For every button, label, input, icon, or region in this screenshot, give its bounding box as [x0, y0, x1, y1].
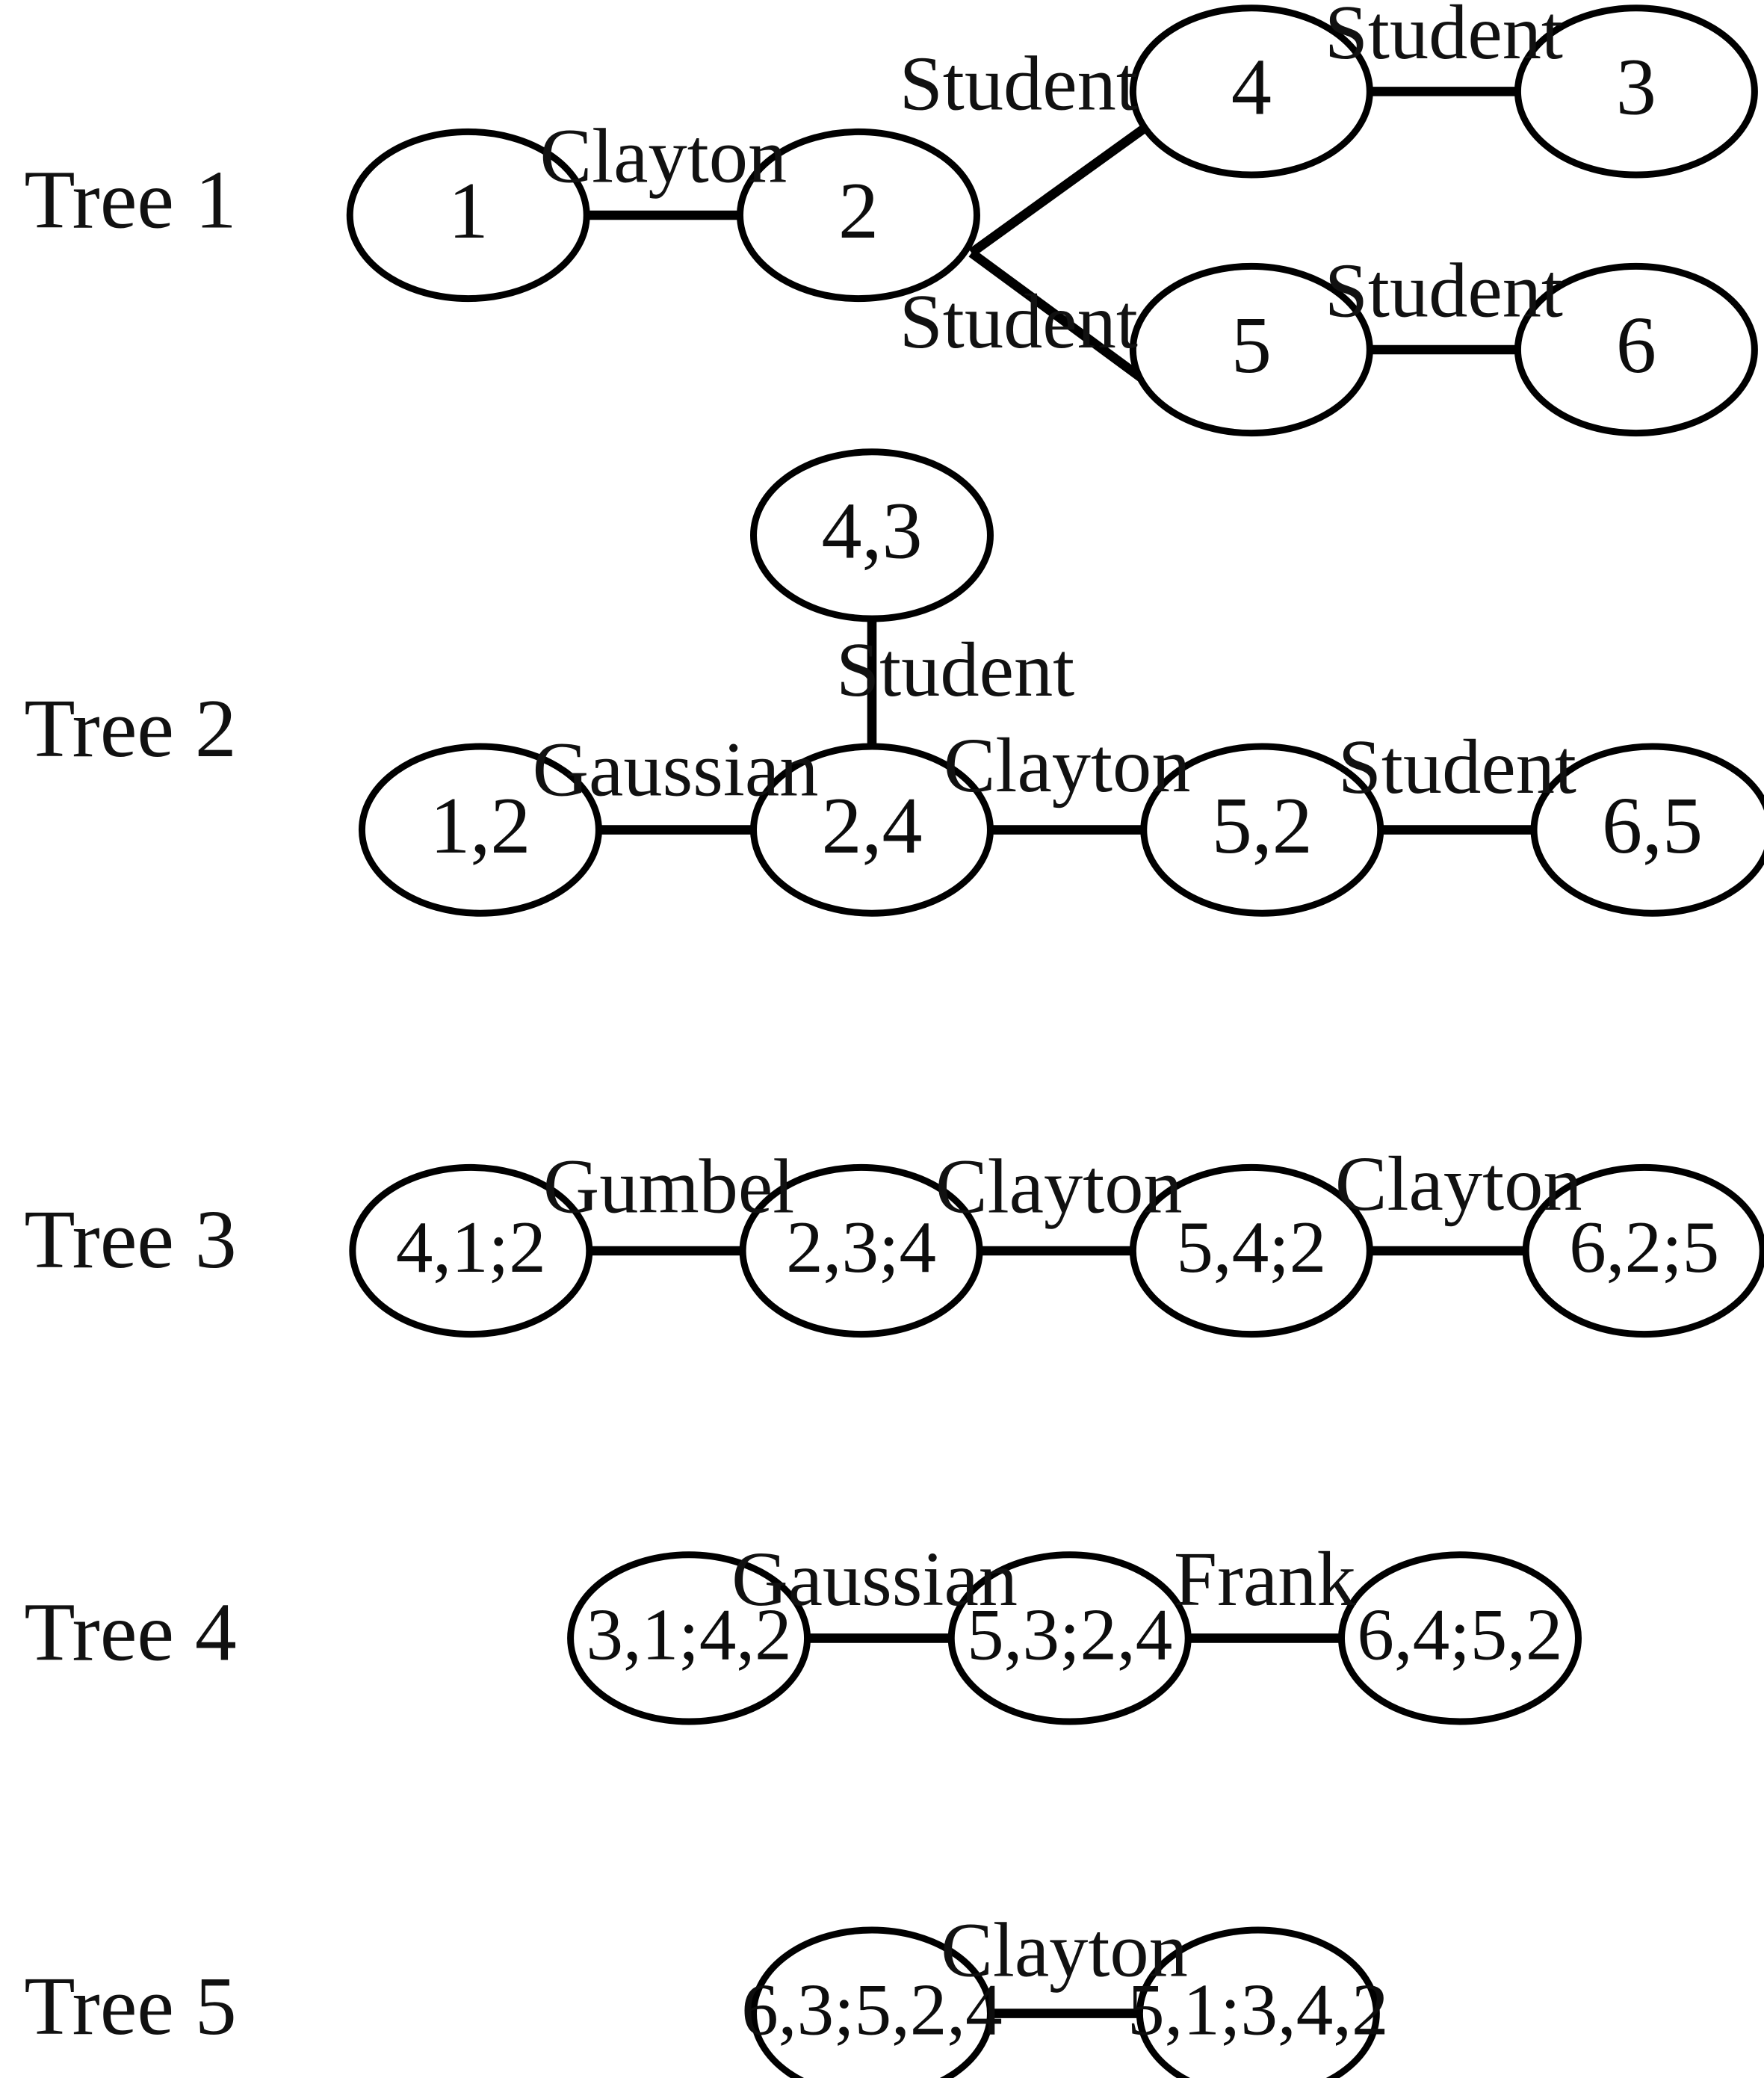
node-t3a[interactable]	[349, 1163, 593, 1338]
node-label-t2c: 2,4	[821, 782, 922, 871]
edge-label-t2-12-24: Gaussian	[533, 726, 819, 812]
edge-label-t2-43-24: Student	[836, 626, 1074, 713]
edge-label-t4-b-c: Frank	[1174, 1536, 1356, 1622]
node-label-t1n4: 4	[1231, 43, 1272, 132]
edge-label-t1-2-4: Student	[900, 40, 1138, 126]
node-t2c[interactable]	[750, 743, 994, 917]
node-label-t1n6: 6	[1616, 301, 1656, 390]
edge-label-t3-a-b: Gumbel	[543, 1142, 794, 1229]
node-label-t3a: 4,1;2	[396, 1207, 546, 1288]
edge-label-t1-4-3: Student	[1325, 0, 1563, 75]
tree-label-2: Tree 2	[24, 683, 236, 775]
edge-label-t3-b-c: Clayton	[935, 1142, 1183, 1229]
node-label-t3b: 2,3;4	[786, 1207, 936, 1288]
node-t4a[interactable]	[567, 1551, 811, 1725]
node-t1n1[interactable]	[346, 128, 590, 303]
edge-label-t1-5-6: Student	[1325, 247, 1563, 334]
edge-t1-2-5	[968, 249, 1148, 385]
node-t3c[interactable]	[1129, 1163, 1373, 1338]
node-label-t1n3: 3	[1616, 43, 1656, 132]
node-label-t4a: 3,1;4,2	[587, 1595, 792, 1676]
node-label-t3c: 5,4;2	[1176, 1207, 1326, 1288]
node-label-t2b: 1,2	[430, 782, 530, 871]
node-t1n2[interactable]	[737, 128, 980, 303]
node-label-t2d: 5,2	[1212, 782, 1313, 871]
node-t3b[interactable]	[739, 1163, 983, 1338]
tree-1-group: Tree 1 1 2 4 3 5 6 Clayton Student Stude…	[24, 0, 1758, 437]
edge-label-t4-a-b: Gaussian	[731, 1536, 1018, 1622]
node-t2d[interactable]	[1140, 743, 1384, 917]
edge-t1-2-4	[968, 123, 1148, 257]
node-t3d[interactable]	[1522, 1163, 1764, 1338]
node-t1n6[interactable]	[1514, 262, 1758, 437]
node-label-t4c: 6,4;5,2	[1357, 1595, 1562, 1676]
node-label-t1n1: 1	[448, 167, 489, 256]
tree-4-group: Tree 4 3,1;4,2 5,3;2,4 6,4;5,2 Gaussian …	[24, 1536, 1582, 1725]
edge-label-t2-52-65: Student	[1338, 723, 1576, 810]
node-label-t4b: 5,3;2,4	[967, 1595, 1172, 1676]
node-label-t3d: 6,2;5	[1569, 1207, 1719, 1288]
tree-label-5: Tree 5	[24, 1961, 236, 2053]
node-t5a[interactable]	[750, 1926, 994, 2078]
edge-label-t1-1-2: Clayton	[540, 113, 787, 200]
edge-label-t3-c-d: Clayton	[1335, 1140, 1582, 1227]
tree-label-4: Tree 4	[24, 1587, 236, 1679]
node-t1n3[interactable]	[1514, 4, 1758, 179]
node-label-t5a: 6,3;5,2,4	[741, 1970, 1002, 2051]
node-label-t5b: 5,1;3,4,2	[1127, 1970, 1388, 2051]
tree-3-group: Tree 3 4,1;2 2,3;4 5,4;2 6,2;5 Gumbel Cl…	[24, 1140, 1764, 1338]
edge-label-t1-2-5: Student	[900, 278, 1138, 365]
node-t2b[interactable]	[358, 743, 602, 917]
node-t5b[interactable]	[1136, 1926, 1380, 2078]
node-t4c[interactable]	[1338, 1551, 1582, 1725]
node-t1n5[interactable]	[1129, 262, 1373, 437]
node-t2a[interactable]	[750, 448, 994, 622]
edge-label-t2-24-52: Clayton	[944, 722, 1191, 808]
edge-label-t5-a-b: Clayton	[941, 1907, 1188, 1994]
node-t4b[interactable]	[947, 1551, 1192, 1725]
node-label-t2e: 6,5	[1602, 782, 1703, 871]
tree-label-3: Tree 3	[24, 1194, 236, 1286]
node-t2e[interactable]	[1530, 743, 1764, 917]
tree-2-group: Tree 2 4,3 1,2 2,4 5,2 6,5 Student Gauss…	[24, 448, 1764, 917]
node-label-t2a: 4,3	[821, 487, 922, 576]
node-label-t1n2: 2	[838, 167, 879, 256]
node-label-t1n5: 5	[1231, 301, 1272, 390]
tree-label-1: Tree 1	[24, 155, 236, 247]
tree-5-group: Tree 5 6,3;5,2,4 5,1;3,4,2 Clayton	[24, 1907, 1389, 2078]
node-t1n4[interactable]	[1129, 4, 1373, 179]
